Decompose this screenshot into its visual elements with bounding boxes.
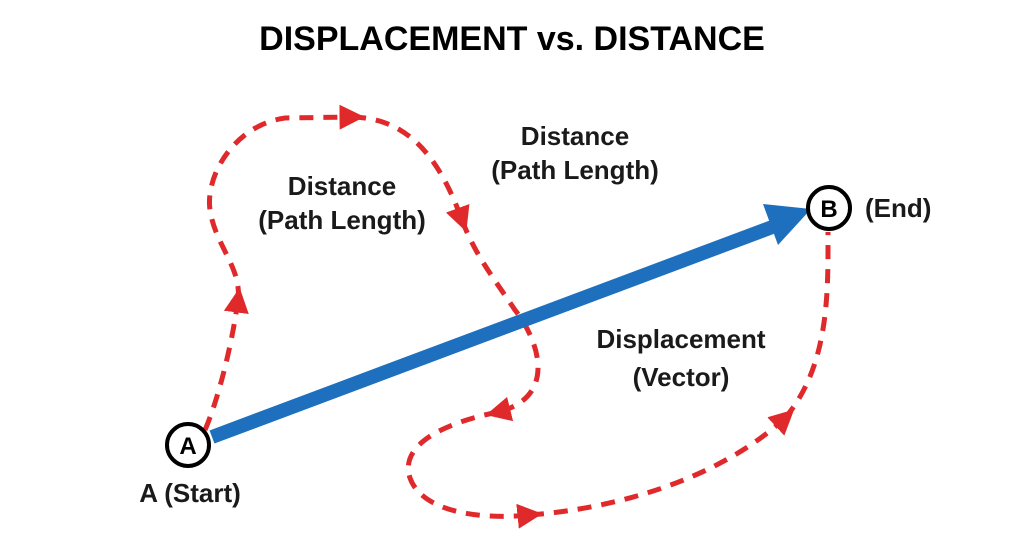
end-label: (End) [865, 193, 931, 223]
start-node: A [165, 422, 211, 468]
distance-path-segment-6 [529, 409, 795, 518]
page-title: DISPLACEMENT vs. DISTANCE [259, 20, 765, 58]
displacement-label-line2: (Vector) [633, 362, 730, 392]
distance-label-left: Distance (Path Length) [258, 171, 426, 235]
distance-path-segment-3 [351, 114, 470, 232]
start-label: A (Start) [139, 478, 241, 508]
distance-path [202, 104, 831, 529]
distance-label-right: Distance (Path Length) [491, 121, 659, 185]
start-node-circle [165, 422, 211, 468]
start-node-letter: A [179, 433, 196, 460]
distance-label-left-line2: (Path Length) [258, 205, 426, 235]
distance-path-segment-4 [459, 219, 541, 422]
displacement-label: Displacement (Vector) [596, 324, 765, 392]
distance-label-left-line1: Distance [288, 171, 396, 201]
distance-path-segment-7 [783, 231, 831, 420]
displacement-label-line1: Displacement [596, 324, 765, 354]
end-node: B [806, 185, 852, 231]
end-node-letter: B [820, 196, 837, 223]
displacement-arrow-head [763, 204, 811, 245]
distance-path-segment-2 [206, 104, 365, 301]
distance-label-right-line2: (Path Length) [491, 155, 659, 185]
end-node-circle [806, 185, 852, 231]
distance-label-right-line1: Distance [521, 121, 629, 151]
distance-path-segment-5 [405, 409, 543, 529]
displacement-vector [209, 204, 811, 444]
distance-path-segment-1 [202, 287, 249, 431]
displacement-arrow-shaft [209, 219, 778, 444]
